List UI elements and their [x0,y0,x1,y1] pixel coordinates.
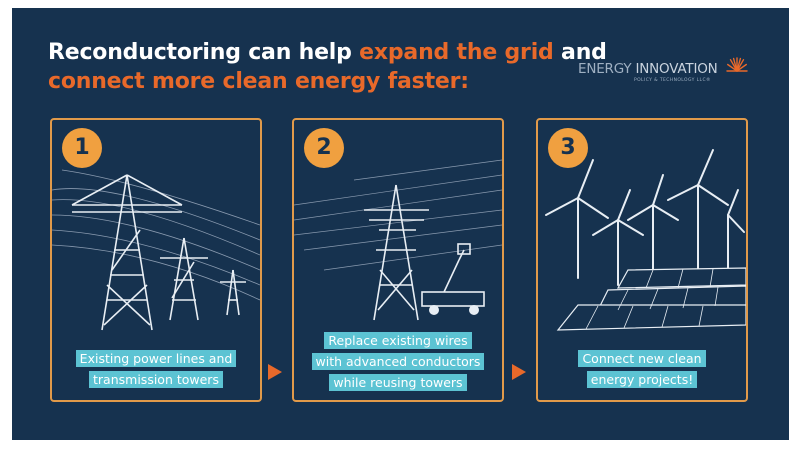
headline-highlight-1: expand the grid [359,40,554,65]
step-number-3: 3 [548,128,588,168]
caption-line: transmission towers [89,371,223,388]
step-3-caption: Connect new clean energy projects! [538,350,746,392]
arrow-right-icon [512,364,526,380]
headline-prefix: Reconductoring can help [48,40,360,65]
step-1-caption: Existing power lines and transmission to… [52,350,260,392]
step-3-panel: 3 Connect new clean energy projects! [536,118,748,402]
caption-line: while reusing towers [329,374,467,391]
step-number-2: 2 [304,128,344,168]
logo-subtitle: POLICY & TECHNOLOGY LLC® [634,78,711,83]
step-number-1: 1 [62,128,102,168]
sunburst-icon [726,57,748,72]
headline: Reconductoring can help expand the grid … [48,38,607,96]
caption-line: Existing power lines and [75,350,237,367]
headline-highlight-2: connect more clean energy faster: [48,69,469,94]
logo-word-energy: ENERGY [578,61,636,77]
logo-word-innovation: INNOVATION [635,61,718,77]
headline-suffix: and [553,40,607,65]
caption-line: Connect new clean [578,350,706,367]
caption-line: with advanced conductors [311,353,485,370]
caption-line: Replace existing wires [324,332,472,349]
step-2-caption: Replace existing wires with advanced con… [294,332,502,395]
transmission-towers-icon [52,169,260,331]
arrow-right-icon [268,364,282,380]
logo-wordmark: ENERGY INNOVATION [578,61,718,77]
caption-line: energy projects! [586,371,698,388]
step-1-panel: 1 Existing power lines and transmission … [50,118,262,402]
step-2-panel: 2 Replace existing wires with advanced c… [292,118,504,402]
wind-solar-icon [545,149,746,331]
energy-innovation-logo: ENERGY INNOVATION POLICY & TECHNOLOGY LL… [578,56,748,90]
tower-bucket-truck-icon [294,159,502,321]
